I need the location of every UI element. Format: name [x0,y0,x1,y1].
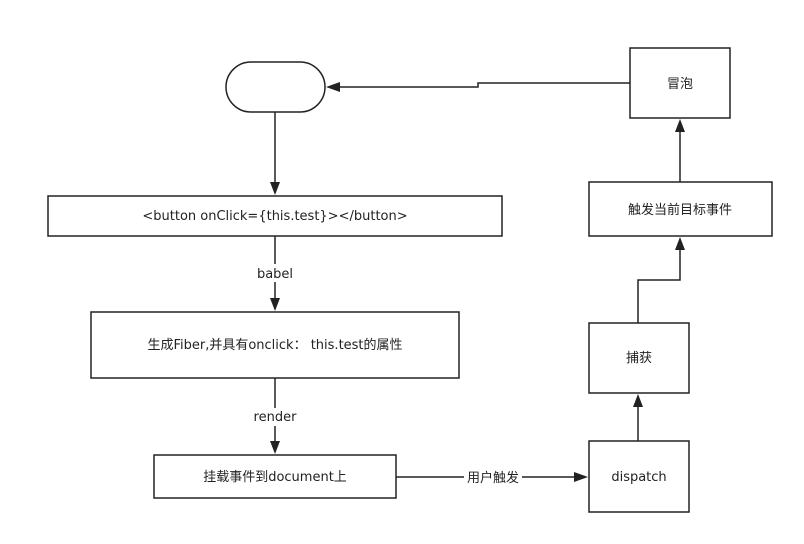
fiber-node: 生成Fiber,并具有onclick： this.test的属性 [90,311,460,379]
arrowhead-bubble-to-start [326,82,340,92]
arrowhead-capture-to-trigger [675,237,685,250]
arrowhead-mount-to-dispatch [574,472,588,482]
arrowhead-dispatch-to-capture [633,394,643,407]
edge-capture-to-trigger [637,248,681,323]
trigger-text: 触发当前目标事件 [628,202,732,218]
dispatch-text: dispatch [611,470,666,485]
arrowhead-start-to-button [270,182,280,195]
dispatch-box [588,440,690,513]
bubble-node: 冒泡 [629,47,731,119]
start-terminal [225,61,326,113]
button-jsx-box [47,195,503,237]
fiber-box [90,311,460,379]
babel-label: babel [257,267,293,282]
capture-text: 捕获 [626,350,652,366]
trigger-box [588,181,773,237]
button-jsx-node: <button onClick={this.test}></button> [47,195,503,237]
capture-box [588,322,690,394]
user-trigger-label-bg [464,469,522,487]
arrowhead-button-to-fiber [270,298,280,311]
babel-label-bg [254,264,296,282]
mount-node: 挂载事件到document上 [153,454,397,499]
mount-text: 挂载事件到document上 [203,470,347,485]
button-jsx-text: <button onClick={this.test}></button> [142,209,407,224]
capture-node: 捕获 [588,322,690,394]
arrowhead-fiber-to-mount [270,441,280,454]
edge-bubble-to-start [338,82,630,88]
bubble-text: 冒泡 [667,77,693,92]
fiber-text: 生成Fiber,并具有onclick： this.test的属性 [147,337,402,353]
arrowhead-trigger-to-bubble [675,119,685,132]
trigger-node: 触发当前目标事件 [588,181,773,237]
dispatch-node: dispatch [588,440,690,513]
bubble-box [629,47,731,119]
mount-box [153,454,397,499]
render-label: render [254,410,298,425]
render-label-bg [251,408,299,426]
user-trigger-label: 用户触发 [467,470,519,486]
